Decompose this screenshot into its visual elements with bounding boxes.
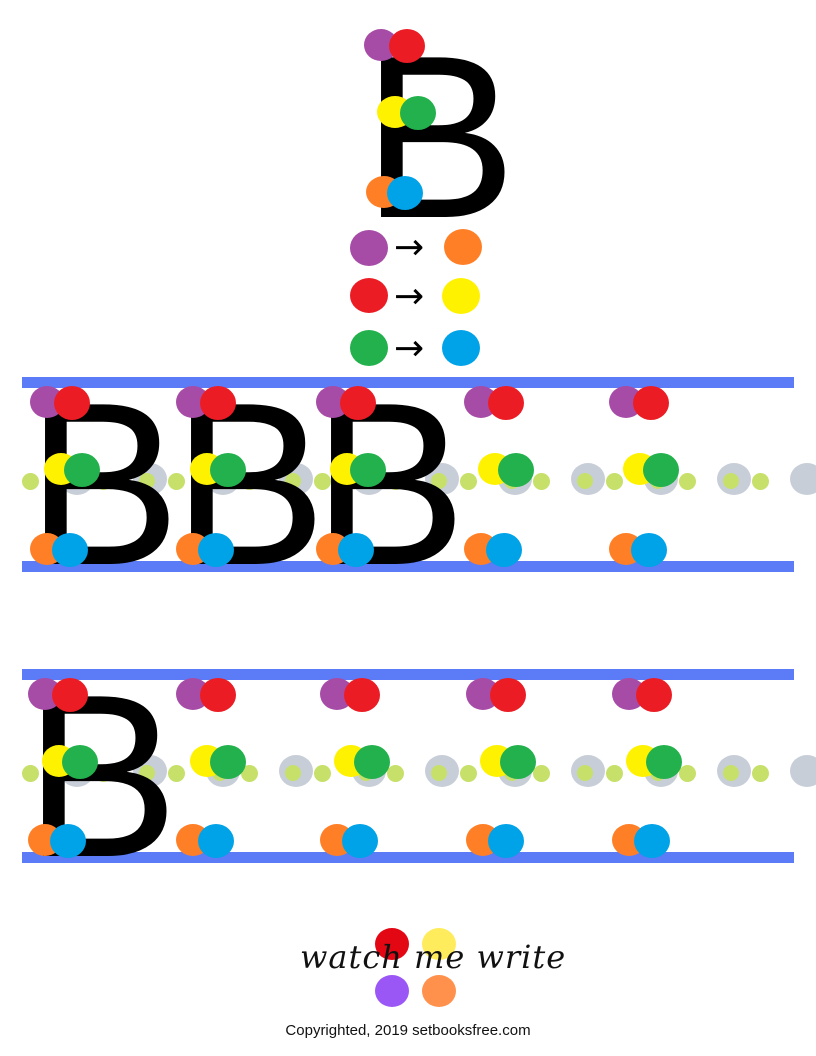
midline-dot (752, 473, 769, 490)
midline-dot (22, 765, 39, 782)
midline-dot (285, 473, 301, 489)
legend-to-yellow (442, 278, 480, 314)
midline-dot (314, 473, 331, 490)
bottom-guide-line (22, 561, 794, 572)
end-dot-blue (52, 533, 88, 567)
midline-dot (431, 765, 447, 781)
mid-dot-green (354, 745, 390, 779)
midline-dot (95, 765, 112, 782)
midline-dot (168, 765, 185, 782)
start-dot-red (488, 386, 524, 420)
midline-dot (460, 765, 477, 782)
midline-dot (139, 473, 155, 489)
end-dot-blue (486, 533, 522, 567)
mid-dot-green (210, 745, 246, 779)
mid-dot-green (498, 453, 534, 487)
brand-dot-orange (422, 975, 456, 1007)
midline-dot (606, 473, 623, 490)
midline-dot (533, 473, 550, 490)
arrow-right-icon: → (394, 328, 425, 369)
midline-dot (387, 473, 404, 490)
bottom-guide-line (22, 852, 794, 863)
legend-from-red (350, 278, 388, 313)
midline-dot (752, 765, 769, 782)
midline-dot (241, 473, 258, 490)
midline-dot (241, 765, 258, 782)
brand-dot-yellow (422, 928, 456, 960)
midline-dot (790, 463, 816, 495)
top-guide-line (22, 669, 794, 680)
mid-dot-green (210, 453, 246, 487)
legend-from-purple (350, 230, 388, 266)
start-dot-red (54, 386, 90, 420)
legend-to-orange (444, 229, 482, 265)
midline-dot (723, 765, 739, 781)
midline-dot (168, 473, 185, 490)
midline-dot (723, 473, 739, 489)
start-dot-red (52, 678, 88, 712)
start-dot-red (636, 678, 672, 712)
brand-dot-purple (375, 975, 409, 1007)
start-dot-red (200, 386, 236, 420)
midline-dot (285, 765, 301, 781)
end-dot-blue (488, 824, 524, 858)
midline-dot (460, 473, 477, 490)
end-dot-blue (342, 824, 378, 858)
midline-dot (606, 765, 623, 782)
mid-dot-green (64, 453, 100, 487)
arrow-right-icon: → (394, 276, 425, 317)
mid-dot-green (643, 453, 679, 487)
mid-dot-green (62, 745, 98, 779)
end-dot-blue (387, 176, 423, 210)
end-dot-blue (198, 533, 234, 567)
start-dot-red (633, 386, 669, 420)
midline-dot (790, 755, 816, 787)
end-dot-blue (198, 824, 234, 858)
start-dot-red (340, 386, 376, 420)
midline-dot (139, 765, 155, 781)
mid-dot-green (400, 96, 436, 130)
brand-dot-red (375, 928, 409, 960)
midline-dot (22, 473, 39, 490)
legend-from-green (350, 330, 388, 366)
model-letter-glyph: B (362, 8, 517, 267)
arrow-right-icon: → (394, 227, 425, 268)
midline-dot (533, 765, 550, 782)
end-dot-blue (50, 824, 86, 858)
midline-dot (431, 473, 447, 489)
legend-to-blue (442, 330, 480, 366)
mid-dot-green (350, 453, 386, 487)
midline-dot (387, 765, 404, 782)
midline-dot (314, 765, 331, 782)
end-dot-blue (338, 533, 374, 567)
end-dot-blue (631, 533, 667, 567)
top-guide-line (22, 377, 794, 388)
brand-logo-text: watch me write (300, 938, 567, 976)
midline-dot (577, 473, 593, 489)
mid-dot-green (500, 745, 536, 779)
copyright-text: Copyrighted, 2019 setbooksfree.com (285, 1022, 531, 1039)
start-dot-red (344, 678, 380, 712)
midline-dot (679, 765, 696, 782)
midline-dot (95, 473, 112, 490)
start-dot-red (389, 29, 425, 63)
mid-dot-green (646, 745, 682, 779)
start-dot-red (490, 678, 526, 712)
start-dot-red (200, 678, 236, 712)
end-dot-blue (634, 824, 670, 858)
midline-dot (577, 765, 593, 781)
midline-dot (679, 473, 696, 490)
